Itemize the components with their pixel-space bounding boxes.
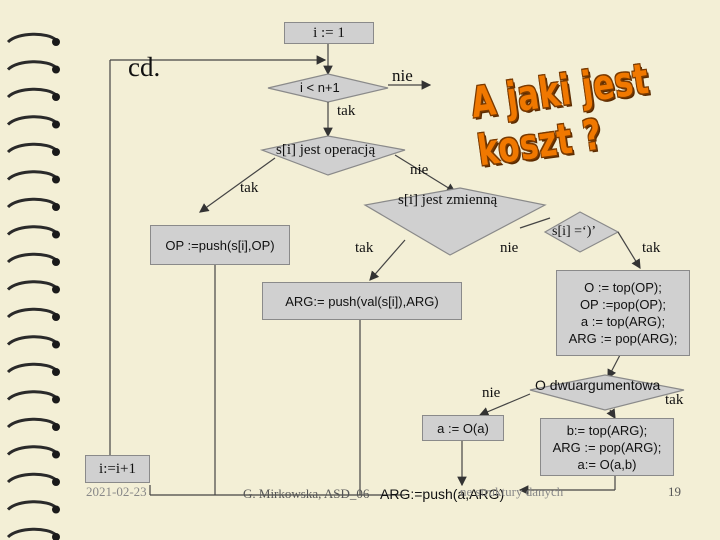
binding-hole [52, 148, 60, 156]
binding-ring [6, 390, 58, 401]
binary-yes-label: tak [665, 392, 684, 408]
binding-hole [52, 395, 60, 404]
binding-hole [52, 285, 60, 294]
operation-yes-label: tak [240, 180, 259, 196]
binding-ring [6, 115, 58, 126]
push-arg-box: ARG:= push(val(s[i]),ARG) [262, 282, 462, 320]
binding-hole [52, 93, 60, 101]
binding-hole [52, 313, 60, 321]
binding-ring [6, 417, 58, 429]
binding-hole [52, 230, 60, 239]
binding-hole [52, 423, 60, 431]
binding-hole [52, 38, 60, 46]
binding-ring [6, 87, 58, 99]
paren-diamond [543, 211, 620, 253]
binding-hole [52, 450, 60, 459]
pop-block: O := top(OP); OP :=pop(OP); a := top(ARG… [556, 270, 690, 356]
binding-hole [52, 175, 60, 184]
paren-condition: s[i] =‘)’ [552, 224, 597, 239]
variable-no-label: nie [500, 240, 519, 256]
loop-condition: i < n+1 [300, 80, 340, 95]
binding-ring [6, 280, 58, 291]
operation-condition: s[i] jest operacją [276, 142, 376, 158]
binding-hole [52, 533, 60, 540]
push-result: ARG:=push(a,ARG) [380, 486, 505, 502]
paren-yes-label: tak [642, 240, 661, 256]
binding-ring [6, 142, 58, 154]
operation-no-label: nie [410, 162, 429, 178]
subtitle: cd. [128, 52, 161, 82]
binary-diamond [529, 374, 685, 411]
binding-ring [6, 500, 58, 511]
variable-yes-label: tak [355, 240, 374, 256]
binding-ring [6, 445, 58, 456]
binding-ring [6, 170, 58, 181]
binding-ring [6, 225, 58, 236]
init-box: i := 1 [284, 22, 374, 44]
binding-hole [52, 65, 60, 74]
binding-hole [52, 340, 60, 349]
binding-ring [6, 32, 58, 44]
spiral-binding [6, 32, 60, 540]
binary-condition: O dwuargumentowa [535, 377, 661, 393]
loop-no-label: nie [392, 66, 413, 85]
binding-hole [52, 368, 60, 376]
binary-block: b:= top(ARG); ARG := pop(ARG); a:= O(a,b… [540, 418, 674, 476]
variable-condition: s[i] jest zmienną [398, 192, 498, 208]
binding-ring [6, 472, 58, 484]
binding-hole [52, 120, 60, 129]
binding-hole [52, 478, 60, 486]
footer-source: G. Mirkowska, ASD_06 [243, 486, 370, 501]
increment-box: i:=i+1 [85, 455, 150, 483]
footer-source-tail: ne struktury danych [460, 484, 564, 499]
binding-ring [6, 335, 58, 346]
operation-diamond [259, 135, 406, 176]
unary-apply-box: a := O(a) [422, 415, 504, 441]
binding-hole [52, 258, 60, 266]
page-number: 19 [668, 484, 681, 499]
binding-ring [6, 527, 58, 539]
loop-yes-label: tak [337, 103, 356, 119]
variable-diamond [363, 187, 547, 256]
binding-ring [6, 60, 58, 71]
push-op-box: OP :=push(s[i],OP) [150, 225, 290, 265]
binding-ring [6, 362, 58, 374]
binding-ring [6, 252, 58, 264]
binding-ring [6, 197, 58, 209]
footer-date: 2021-02-23 [86, 484, 147, 499]
binding-hole [52, 505, 60, 514]
binding-ring [6, 307, 58, 319]
binding-hole [52, 203, 60, 211]
binary-no-label: nie [482, 385, 501, 401]
